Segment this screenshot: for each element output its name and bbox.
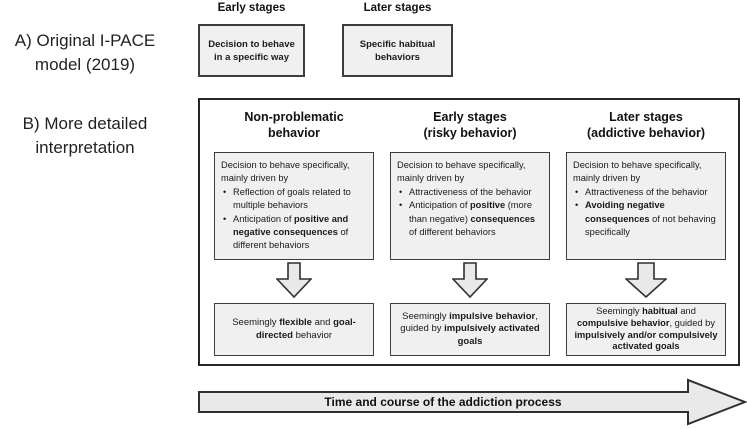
decision-box: Decision to behave specifically, mainly …: [566, 152, 726, 260]
section-a-label-line2: model (2019): [34, 54, 136, 74]
down-arrow-icon: [452, 262, 488, 298]
specific-habitual-behaviors-box: Specific habitual behaviors: [342, 24, 453, 77]
section-b-label-line1: B) More detailed: [22, 114, 148, 133]
decision-box: Decision to behave specifically, mainly …: [390, 152, 550, 260]
outcome-box: Seemingly habitual and compulsive behavi…: [566, 303, 726, 356]
column-header: Early stages (risky behavior): [423, 110, 517, 140]
later-stages-header: Later stages: [363, 2, 432, 14]
decision-intro: Decision to behave specifically, mainly …: [573, 160, 702, 184]
decision-to-behave-box: Decision to behave in a specific way: [198, 24, 305, 77]
right-arrow-icon: [198, 378, 747, 426]
section-a-label-line1: A) Original I-PACE: [14, 31, 156, 50]
section-b-label-line2: interpretation: [35, 137, 135, 157]
decision-intro: Decision to behave specifically, mainly …: [397, 160, 526, 184]
column-non-problematic: Non-problematic behavior Decision to beh…: [214, 110, 374, 356]
column-header: Non-problematic behavior: [244, 110, 344, 140]
bullet-item: Attractiveness of the behavior: [573, 186, 720, 199]
outcome-box: Seemingly flexible and goal-directed beh…: [214, 303, 374, 356]
early-stages-header: Early stages: [217, 2, 286, 14]
bullet-item: Attractiveness of the behavior: [397, 186, 544, 199]
decision-intro: Decision to behave specifically, mainly …: [221, 160, 350, 184]
timeline-arrow: Time and course of the addiction process: [198, 378, 747, 426]
bullet-item: Avoiding negative consequences of not be…: [573, 199, 720, 239]
column-later-stages: Later stages (addictive behavior) Decisi…: [566, 110, 726, 356]
section-a-label: A) Original I-PACE model (2019): [0, 29, 170, 76]
timeline-label: Time and course of the addiction process: [324, 395, 562, 409]
outcome-box: Seemingly impulsive behavior, guided by …: [390, 303, 550, 356]
section-b-label: B) More detailed interpretation: [0, 112, 170, 159]
column-early-stages: Early stages (risky behavior) Decision t…: [390, 110, 550, 356]
bullet-item: Anticipation of positive and negative co…: [221, 213, 368, 253]
detailed-interpretation-panel: Non-problematic behavior Decision to beh…: [198, 98, 740, 366]
column-header: Later stages (addictive behavior): [586, 110, 706, 140]
down-arrow-icon: [625, 262, 667, 298]
decision-box: Decision to behave specifically, mainly …: [214, 152, 374, 260]
down-arrow-icon: [276, 262, 312, 298]
bullet-item: Anticipation of positive (more than nega…: [397, 199, 544, 239]
bullet-item: Reflection of goals related to multiple …: [221, 186, 368, 213]
